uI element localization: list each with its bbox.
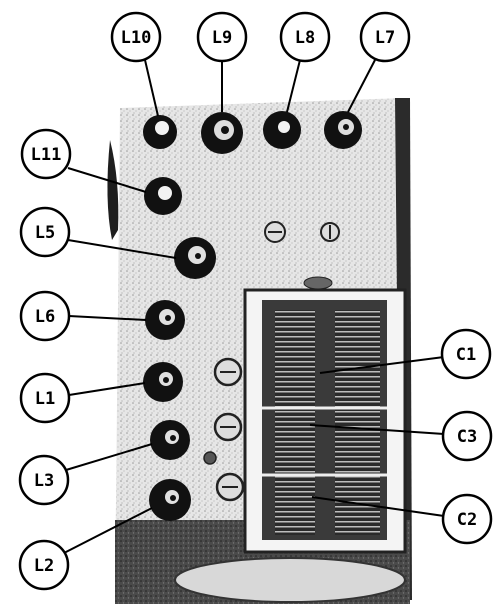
callout-label: L9 [212,28,232,48]
slug-l6 [145,300,185,340]
capacitor-shield-can [243,276,407,554]
callout-l9: L9 [196,11,248,112]
callout-l2: L2 [18,507,153,591]
callout-label: L7 [375,28,395,48]
callout-label: C1 [456,345,476,365]
callout-l1: L1 [19,372,146,424]
callout-l6: L6 [19,290,147,342]
callout-label: L6 [35,307,55,327]
callout-l11: L11 [20,128,147,193]
callout-label: L8 [295,28,315,48]
callout-c2: C2 [311,493,493,545]
callout-label: L5 [35,223,55,243]
slug-l7 [324,111,362,149]
slug-l10 [143,115,177,149]
callout-label: L2 [34,556,54,576]
callout-label: L11 [31,145,62,165]
slug-l1 [143,362,183,402]
callout-label: C2 [457,510,477,530]
callouts: L10 L9 L8 L7 L11 L5 [18,11,493,591]
callout-label: L3 [34,471,54,491]
slug-l9 [201,112,243,154]
callout-label: C3 [457,427,477,447]
callout-l8: L8 [279,11,331,113]
callout-l7: L7 [347,11,411,113]
slug-l2 [149,479,191,521]
slug-l3 [150,420,190,460]
slug-l5 [174,237,216,279]
trimmer-screws [203,221,340,502]
slug-l8 [263,111,301,149]
callout-label: L10 [121,28,152,48]
slug-l11 [144,177,182,215]
callout-label: L1 [35,389,55,409]
callout-l10: L10 [110,11,162,117]
coil-slugs [143,111,362,521]
callout-c3: C3 [309,410,493,462]
callout-c1: C1 [319,328,492,380]
callout-l5: L5 [19,206,177,259]
callout-l3: L3 [18,443,153,506]
